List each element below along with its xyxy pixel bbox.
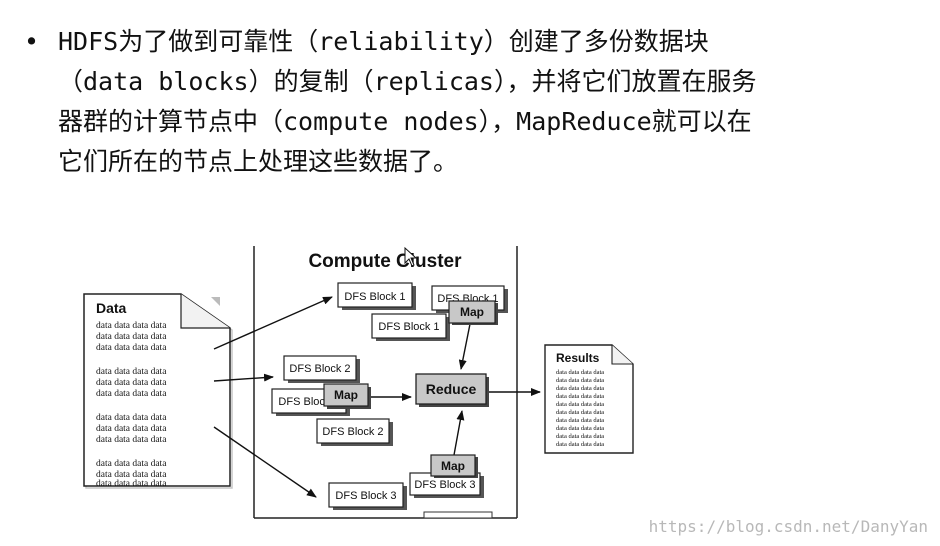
data-row: data data data data — [96, 459, 167, 469]
data-row: data data data data — [96, 470, 167, 480]
map-label: Map — [460, 305, 484, 319]
dfs-block-label: DFS Block 3 — [335, 490, 396, 502]
data-row: data data data data — [96, 479, 167, 489]
dfs-block-label: DFS Block 1 — [344, 291, 405, 303]
data-row: data data data data — [96, 378, 167, 388]
arrow-data-to-block2 — [213, 373, 274, 382]
result-row: data data data data — [556, 369, 604, 376]
data-document — [83, 293, 233, 489]
arrow-map-to-reduce-bottom — [453, 410, 465, 456]
map-box-top: Map — [448, 300, 498, 325]
dfs-block-1-a: DFS Block 1 — [337, 282, 416, 310]
results-document — [544, 344, 634, 454]
bullet-dot: • — [24, 27, 40, 56]
map-label: Map — [334, 388, 358, 402]
dfs-block-2-c: DFS Block 2 — [316, 418, 393, 446]
data-row: data data data data — [96, 367, 167, 377]
cluster-title: Compute Cluster — [308, 251, 462, 272]
reduce-box: Reduce — [415, 373, 489, 407]
data-row: data data data data — [96, 435, 167, 445]
compute-cluster-frame — [253, 246, 518, 519]
result-row: data data data data — [556, 401, 604, 408]
mouse-cursor-icon — [404, 246, 418, 267]
result-row: data data data data — [556, 377, 604, 384]
watermark: https://blog.csdn.net/DanyYan — [648, 517, 928, 536]
result-row: data data data data — [556, 417, 604, 424]
text-line-3: 器群的计算节点中（compute nodes），MapReduce就可以在 — [58, 107, 752, 136]
dfs-block-label: DFS Block 2 — [289, 363, 350, 375]
text-line-1: HDFS为了做到可靠性（reliability）创建了多份数据块 — [58, 27, 709, 56]
data-row: data data data data — [96, 332, 167, 342]
result-row: data data data data — [556, 433, 604, 440]
result-row: data data data data — [556, 385, 604, 392]
arrow-data-to-block1 — [213, 296, 333, 350]
dfs-block-label: DFS Block 2 — [278, 396, 339, 408]
results-doc-title: Results — [556, 351, 600, 365]
dfs-block-label: DFS Block 1 — [378, 321, 439, 333]
results-doc-rows: data data data data data data data data … — [556, 369, 604, 448]
dfs-block-label: DFS Block 2 — [322, 426, 383, 438]
data-row: data data data data — [96, 424, 167, 434]
result-row: data data data data — [556, 425, 604, 432]
map-label: Map — [441, 459, 465, 473]
map-box-bottom: Map — [430, 454, 478, 478]
text-line-2: （data blocks）的复制（replicas），并将它们放置在服务 — [58, 67, 757, 96]
arrow-map-to-reduce-top — [458, 323, 471, 370]
dfs-block-3-a: DFS Block 3 — [328, 482, 407, 510]
slide-text: • HDFS为了做到可靠性（reliability）创建了多份数据块 （data… — [24, 22, 924, 182]
data-row: data data data data — [96, 389, 167, 399]
data-row: data data data data — [96, 321, 167, 331]
result-row: data data data data — [556, 393, 604, 400]
reduce-label: Reduce — [426, 381, 477, 397]
text-line-4: 它们所在的节点上处理这些数据了。 — [58, 147, 459, 176]
data-row: data data data data — [96, 343, 167, 353]
result-row: data data data data — [556, 409, 604, 416]
data-doc-rows: data data data data data data data data … — [96, 321, 167, 489]
dfs-block-label: DFS Block 3 — [414, 479, 475, 491]
dfs-block-2-a: DFS Block 2 — [283, 355, 360, 383]
dfs-block-3-b: DFS Block 3 — [409, 472, 484, 498]
map-box-middle: Map — [323, 383, 371, 409]
dfs-block-1-c: DFS Block 1 — [371, 313, 450, 341]
arrow-data-to-block3 — [213, 426, 317, 498]
data-doc-title: Data — [96, 300, 127, 316]
data-row: data data data data — [96, 413, 167, 423]
result-row: data data data data — [556, 441, 604, 448]
data-arrows — [213, 296, 541, 498]
